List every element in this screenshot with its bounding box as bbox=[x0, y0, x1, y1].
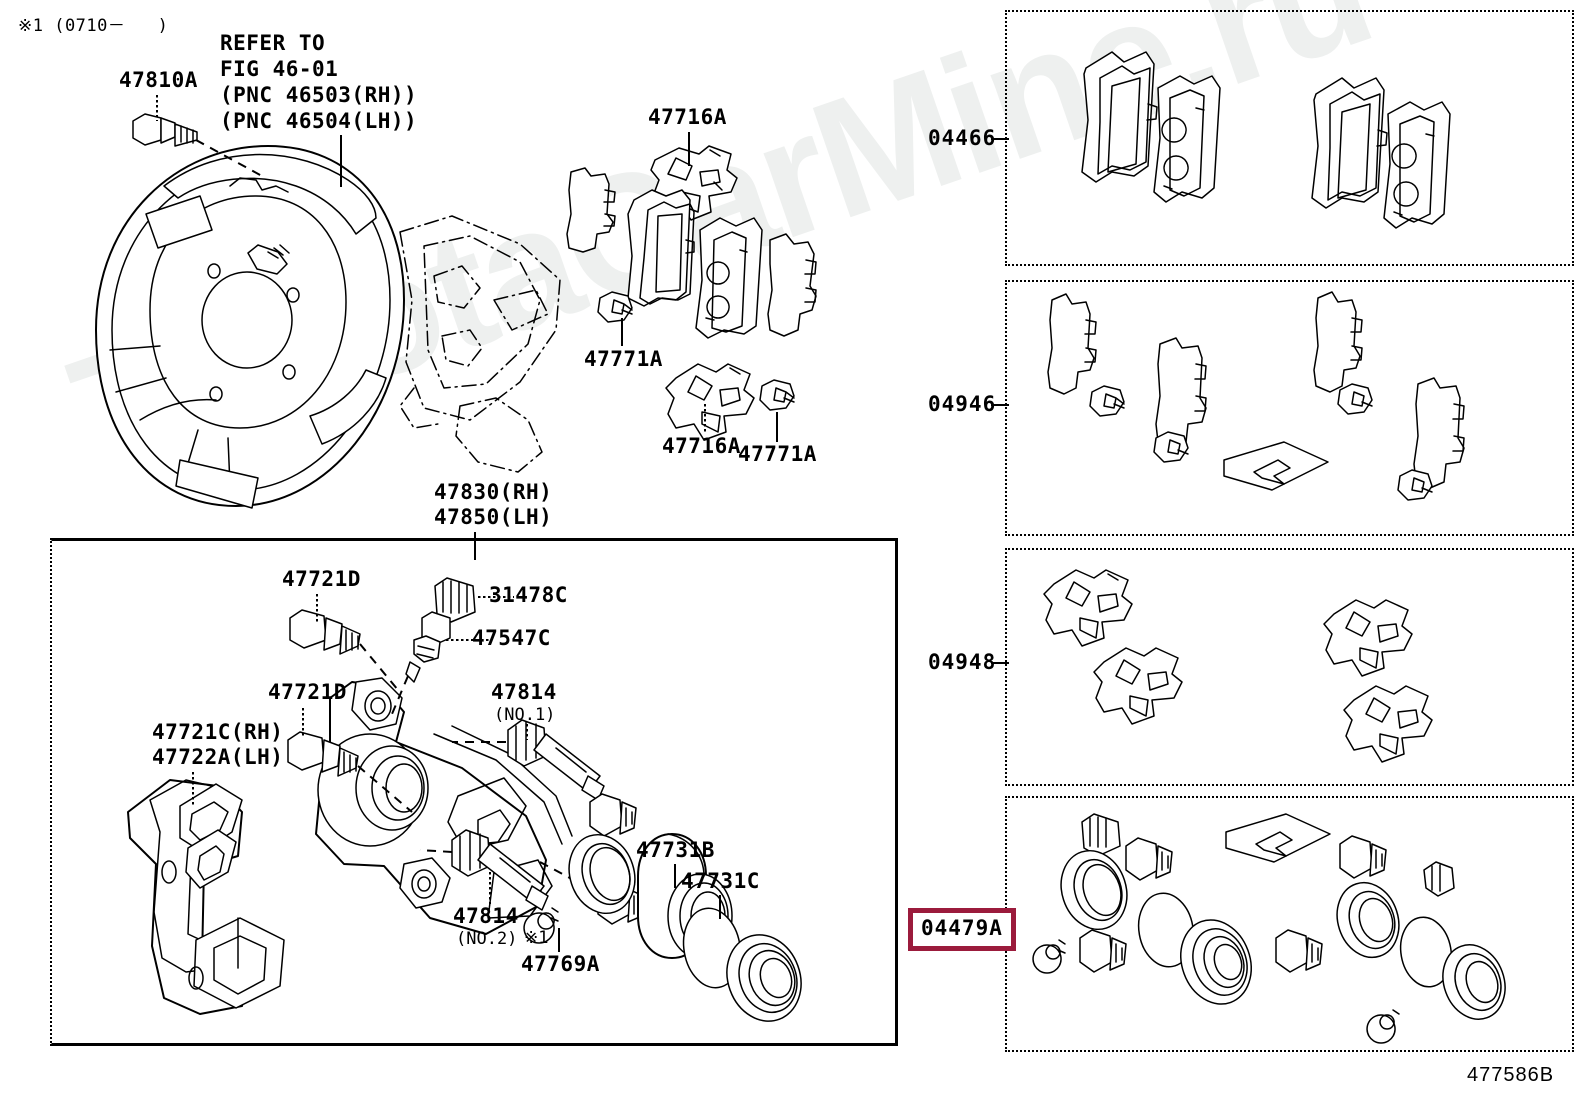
kit-leader-04466 bbox=[991, 138, 1009, 140]
leader-47731C bbox=[719, 895, 721, 919]
caliper-ghost-art bbox=[400, 216, 560, 472]
label-47771A-right: 47771A bbox=[738, 442, 817, 466]
figure-id: 477586B bbox=[1467, 1064, 1555, 1086]
pad-shim-cluster-art bbox=[567, 146, 816, 440]
leader-caliper-assembly bbox=[474, 532, 476, 560]
leader-47769A bbox=[558, 928, 560, 952]
label-47731C: 47731C bbox=[681, 869, 760, 893]
bolt-to-plate-leader bbox=[196, 140, 262, 176]
kit-label-04479A-highlight[interactable]: 04479A bbox=[908, 908, 1016, 951]
kit-panel-04946 bbox=[1005, 280, 1574, 536]
label-47721D-upper: 47721D bbox=[282, 567, 361, 591]
leader-47716A-lower bbox=[704, 404, 706, 434]
refer-to-leader bbox=[340, 135, 342, 187]
label-47814-no2-sub: (NO.2) bbox=[456, 929, 518, 949]
label-47721D-lower: 47721D bbox=[268, 680, 347, 704]
label-47771A-left: 47771A bbox=[584, 347, 663, 371]
leader-47771A-right bbox=[776, 412, 778, 442]
star-mark-47769A: ※1 bbox=[524, 928, 549, 948]
label-47721C-47722A: 47721C(RH) 47722A(LH) bbox=[152, 720, 284, 769]
leader-47716A-upper bbox=[688, 132, 690, 166]
caliper-detail-box bbox=[50, 538, 898, 1046]
leader-31478C bbox=[478, 596, 514, 598]
label-47810A: 47810A bbox=[119, 68, 198, 92]
backing-plate-art bbox=[96, 146, 404, 508]
leader-47771A-left bbox=[621, 318, 623, 346]
leader-47814-no2 bbox=[489, 872, 491, 904]
kit-panel-04479A bbox=[1005, 796, 1574, 1052]
date-note: ※1 (0710－ ) bbox=[18, 16, 169, 36]
leader-47731B bbox=[674, 864, 676, 888]
label-47814-no1-sub: (NO.1) bbox=[494, 705, 556, 725]
kit-panel-04466 bbox=[1005, 10, 1574, 266]
refer-to-note: REFER TO FIG 46-01 (PNC 46503(RH)) (PNC … bbox=[220, 31, 418, 133]
label-47716A-upper: 47716A bbox=[648, 105, 727, 129]
label-47731B: 47731B bbox=[636, 838, 715, 862]
kit-panel-04948 bbox=[1005, 548, 1574, 786]
leader-47721D-lower bbox=[302, 708, 304, 736]
label-47814-no2: 47814 bbox=[453, 904, 519, 928]
leader-47721D-upper bbox=[316, 594, 318, 622]
kit-label-04946: 04946 bbox=[928, 392, 997, 416]
leader-47810A bbox=[156, 95, 158, 121]
label-47716A-lower: 47716A bbox=[662, 434, 741, 458]
leader-47547C bbox=[446, 639, 492, 641]
label-47547C: 47547C bbox=[472, 626, 551, 650]
backing-plate-bolt-art bbox=[133, 114, 197, 146]
kit-label-04466: 04466 bbox=[928, 126, 997, 150]
kit-leader-04948 bbox=[991, 662, 1009, 664]
leader-47721C-47722A bbox=[192, 772, 194, 806]
label-31478C: 31478C bbox=[489, 583, 568, 607]
label-47769A: 47769A bbox=[521, 952, 600, 976]
kit-label-04479A: 04479A bbox=[921, 916, 1003, 940]
kit-label-04948: 04948 bbox=[928, 650, 997, 674]
label-47814-no1: 47814 bbox=[491, 680, 557, 704]
kit-leader-04946 bbox=[991, 404, 1009, 406]
label-caliper-assembly: 47830(RH) 47850(LH) bbox=[434, 480, 553, 529]
